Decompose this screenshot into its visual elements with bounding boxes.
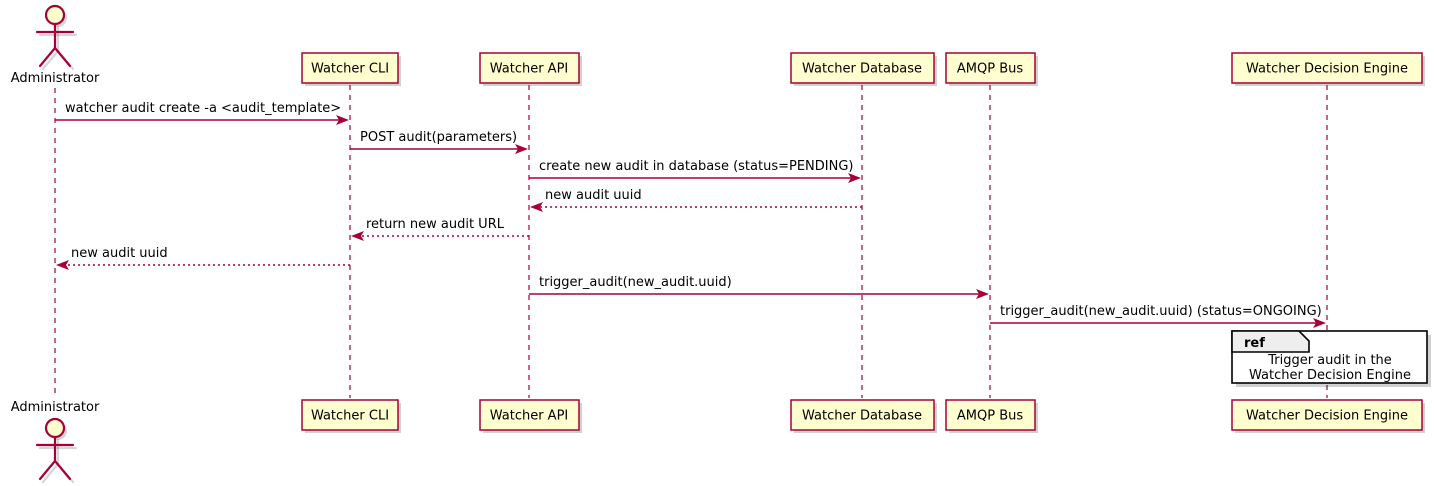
actor-left-leg-icon <box>38 46 57 68</box>
participant-watcher-decision-engine-top[interactable]: Watcher Decision Engine <box>1231 52 1425 86</box>
message-7-label: trigger_audit(new_audit.uuid) <box>539 275 732 290</box>
participant-label-amqp-bus-top: AMQP Bus <box>957 62 1023 77</box>
message-2-label: POST audit(parameters) <box>360 130 517 145</box>
message-8-arrowhead <box>1313 318 1326 328</box>
message-3-create-new-audit[interactable]: create new audit in database (status=PEN… <box>529 159 861 183</box>
participant-box-watcher-database-bottom[interactable] <box>790 399 935 431</box>
participant-label-watcher-cli-top: Watcher CLI <box>311 62 389 77</box>
participant-box-watcher-decision-engine-top[interactable] <box>1231 52 1423 84</box>
message-8-label: trigger_audit(new_audit.uuid) (status=ON… <box>1000 304 1322 319</box>
participant-box-watcher-api-top[interactable] <box>479 52 580 84</box>
actor-left-leg-icon-bottom <box>38 459 57 481</box>
message-6-new-audit-uuid[interactable]: new audit uuid <box>56 246 350 270</box>
message-6-arrowhead <box>56 260 69 270</box>
participant-label-watcher-database-bottom: Watcher Database <box>802 409 922 424</box>
lifelines-group <box>54 85 1328 398</box>
ref-fragment-line-2: Watcher Decision Engine <box>1249 368 1411 383</box>
participant-box-amqp-bus-bottom[interactable] <box>945 399 1036 431</box>
participant-label-watcher-decision-engine-top: Watcher Decision Engine <box>1246 62 1408 77</box>
message-2-arrowhead <box>515 144 528 154</box>
participant-watcher-cli-bottom[interactable]: Watcher CLI <box>301 399 401 433</box>
ref-fragment-line-1: Trigger audit in the <box>1267 353 1392 368</box>
ref-fragment-keyword: ref <box>1244 336 1265 351</box>
actor-administrator-bottom[interactable]: Administrator <box>11 400 100 484</box>
participant-watcher-cli-top[interactable]: Watcher CLI <box>301 52 401 86</box>
message-7-trigger-audit[interactable]: trigger_audit(new_audit.uuid) <box>529 275 989 299</box>
participant-watcher-api-bottom[interactable]: Watcher API <box>479 399 582 433</box>
participant-amqp-bus-top[interactable]: AMQP Bus <box>945 52 1038 86</box>
participant-box-watcher-decision-engine-bottom[interactable] <box>1231 399 1423 431</box>
message-3-arrowhead <box>848 173 861 183</box>
participant-label-watcher-api-bottom: Watcher API <box>490 409 569 424</box>
message-4-label: new audit uuid <box>545 188 642 203</box>
message-4-arrowhead <box>530 202 543 212</box>
message-5-return-new-audit-url[interactable]: return new audit URL <box>351 217 529 241</box>
message-4-new-audit-uuid[interactable]: new audit uuid <box>530 188 862 212</box>
message-1-label: watcher audit create -a <audit_template> <box>65 101 341 116</box>
actor-administrator-top[interactable]: Administrator <box>11 4 100 86</box>
participant-label-watcher-decision-engine-bottom: Watcher Decision Engine <box>1246 409 1408 424</box>
actor-head-icon <box>44 4 66 26</box>
participant-label-amqp-bus-bottom: AMQP Bus <box>957 409 1023 424</box>
participant-label-watcher-api-top: Watcher API <box>490 62 569 77</box>
message-6-label: new audit uuid <box>71 246 168 261</box>
message-1-watcher-audit-create[interactable]: watcher audit create -a <audit_template> <box>55 101 349 125</box>
actor-right-leg-icon <box>53 46 72 68</box>
participant-box-watcher-cli-top[interactable] <box>301 52 399 84</box>
participant-watcher-decision-engine-bottom[interactable]: Watcher Decision Engine <box>1231 399 1425 433</box>
actor-label-administrator-top: Administrator <box>11 71 100 86</box>
message-5-arrowhead <box>351 231 364 241</box>
ref-fragment[interactable]: ref Trigger audit in the Watcher Decisio… <box>1231 330 1431 387</box>
participant-box-watcher-api-bottom[interactable] <box>479 399 580 431</box>
participant-box-amqp-bus-top[interactable] <box>945 52 1036 84</box>
ref-fragment-tab <box>1231 330 1310 353</box>
participant-label-watcher-cli-bottom: Watcher CLI <box>311 409 389 424</box>
participant-watcher-database-top[interactable]: Watcher Database <box>790 52 937 86</box>
participant-box-watcher-database-top[interactable] <box>790 52 935 84</box>
participant-watcher-database-bottom[interactable]: Watcher Database <box>790 399 937 433</box>
message-2-post-audit[interactable]: POST audit(parameters) <box>350 130 528 154</box>
actor-right-leg-icon-bottom <box>53 459 72 481</box>
participant-box-watcher-cli-bottom[interactable] <box>301 399 399 431</box>
message-1-arrowhead <box>336 115 349 125</box>
participant-amqp-bus-bottom[interactable]: AMQP Bus <box>945 399 1038 433</box>
participant-watcher-api-top[interactable]: Watcher API <box>479 52 582 86</box>
message-5-label: return new audit URL <box>366 217 505 232</box>
message-7-arrowhead <box>976 289 989 299</box>
message-8-trigger-audit-ongoing[interactable]: trigger_audit(new_audit.uuid) (status=ON… <box>990 304 1326 328</box>
participant-label-watcher-database-top: Watcher Database <box>802 62 922 77</box>
actor-label-administrator-bottom: Administrator <box>11 400 100 415</box>
message-3-label: create new audit in database (status=PEN… <box>539 159 854 174</box>
actor-head-icon-bottom <box>44 417 66 439</box>
